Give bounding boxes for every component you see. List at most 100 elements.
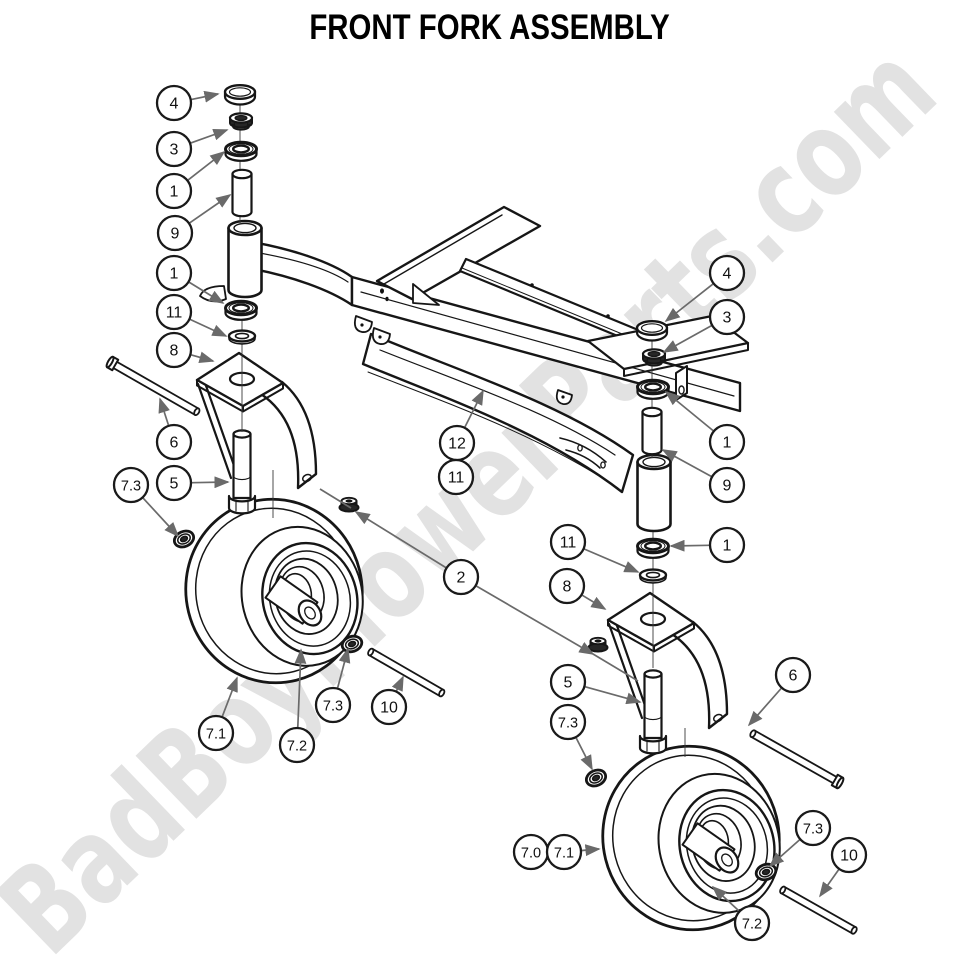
callout-7.3: 7.3 [768,809,832,868]
callout-label: 7.3 [323,699,343,715]
callout-bubble [442,558,480,596]
callout-6: 6 [747,656,812,727]
leader-arrow [662,324,712,353]
callout-11: 11 [549,523,640,573]
callout-7.3: 7.3 [314,647,352,724]
callout-11: 11 [155,293,228,337]
flange-nut-right [587,636,609,653]
washer-left [227,329,257,346]
callout-4: 4 [664,254,746,323]
leader-arrow [584,548,640,573]
callout-bubble [549,663,587,701]
leader-arrow [664,390,714,432]
callout-8: 8 [155,331,215,369]
callout-1: 1 [155,254,225,304]
leader-arrow [747,687,782,727]
callout-label: 8 [563,579,572,596]
bearing-lower-right [636,537,670,560]
left-head-tube [227,219,263,299]
callout-label: 10 [840,848,858,865]
callout-label: 9 [171,226,180,243]
callout-10: 10 [819,836,868,898]
callout-label: 7.3 [558,716,578,732]
leader-arrow [585,685,642,705]
callout-label: 9 [723,478,732,495]
callout-1: 1 [155,150,226,210]
callout-9: 9 [156,194,232,252]
callout-bubble [774,656,812,694]
callout-4: 4 [155,84,220,122]
callout-bubble [278,726,316,764]
callout-bubble [708,298,746,336]
callout-7.3: 7.3 [549,703,593,771]
callout-bubble [708,423,746,461]
callout-7.3: 7.3 [112,466,180,538]
left-fork-stem-bolt [227,429,257,515]
callout-bubble [314,686,352,724]
callout-label: 6 [170,435,179,452]
callout-bubble [437,458,475,496]
callout-label: 4 [170,96,179,113]
left-pivot-stack [223,83,258,346]
right-fork-bracket [606,591,729,730]
callout-label: 5 [170,476,179,493]
callout-bubble [155,464,193,502]
leader-arrow [189,194,232,224]
callout-label: 12 [448,436,466,453]
right-head-tube [636,453,672,533]
lock-nut-right [641,348,667,367]
leader-arrow [768,839,801,868]
leader-arrow [190,128,229,144]
callout-bubble [708,466,746,504]
bearing-lower-left [224,299,258,322]
callout-7.2: 7.2 [711,885,771,942]
callout-label: 7.0 [521,846,541,862]
leader-arrow [664,283,714,323]
right-fork-stem-bolt [638,669,668,755]
leader-arrow [575,737,593,771]
callout-bubble [197,714,235,752]
callout-label: 7.3 [803,822,823,838]
callout-label: 1 [170,184,179,201]
callout-label: 11 [560,535,577,552]
leader-arrow [191,351,215,364]
leader-arrow [354,511,447,569]
callout-bubble [549,703,587,741]
callout-7.0: 7.0 [512,833,550,871]
leader-line [319,488,352,509]
callout-bubble [155,130,193,168]
callout-9: 9 [661,449,746,504]
callout-label: 6 [789,668,798,685]
callout-bubble [155,172,193,210]
bearing-upper-left [224,140,258,163]
callout-label: 3 [723,310,732,327]
callout-bubble [549,523,587,561]
callout-bubble [708,254,746,292]
callout-label: 7.1 [206,727,226,743]
callout-8: 8 [548,567,607,610]
callout-label: 1 [723,435,732,452]
leader-arrow [669,539,710,552]
callout-5: 5 [549,663,642,705]
callout-7.1: 7.1 [197,676,238,752]
callout-3: 3 [155,128,229,168]
leader-arrow [711,885,740,912]
dust-cap-left [223,83,257,106]
callout-label: 5 [564,675,573,692]
callout-label: 1 [723,538,732,555]
callout-bubble [548,567,586,605]
leader-arrow [661,449,712,478]
lock-nut-left [228,112,254,131]
leader-arrow [221,676,238,717]
callout-1: 1 [669,526,746,564]
callout-label: 3 [170,142,179,159]
leader-arrow [464,389,484,428]
left-fork-bracket [195,351,318,490]
bearing-upper-right [636,378,670,401]
callout-bubble [794,809,832,847]
leader-arrow [158,397,170,426]
callout-bubble [155,331,193,369]
